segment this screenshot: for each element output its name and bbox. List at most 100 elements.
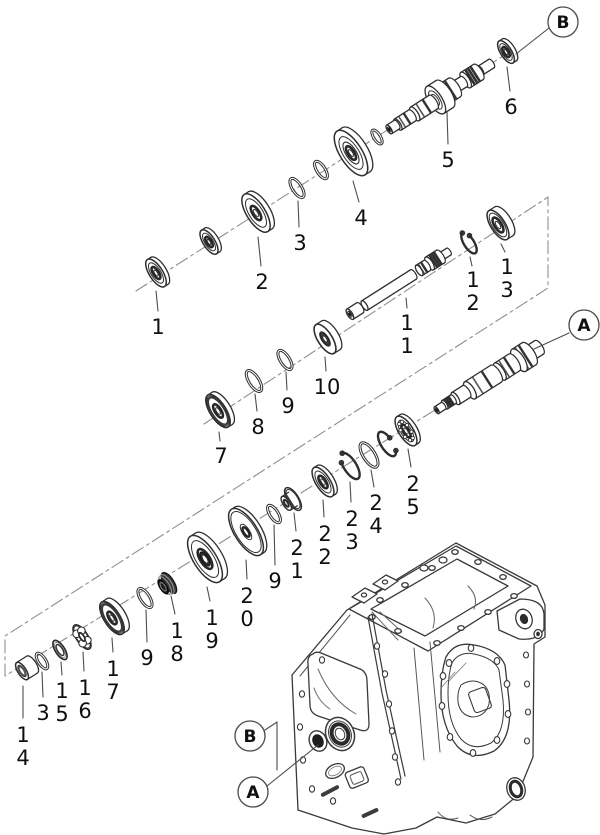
part-ring-24 [358,441,380,469]
part-number: 6 [504,95,517,119]
part-plug-18 [157,571,178,596]
view-circle-b-0: B [515,6,579,55]
part-circlip-23 [338,450,361,481]
callout-1: 1 [151,290,165,339]
part-ring-9c [266,503,282,525]
part-bearing-1a [199,226,223,255]
part-disc-20 [227,505,268,557]
callout-10: 10 [314,356,341,399]
front-bore-small [308,730,328,752]
front-bore-large [324,716,356,752]
view-letter: B [244,727,257,747]
view-circle-b-2: B [234,720,278,771]
callout-6: 6 [504,66,518,119]
part-ring-4a [313,159,329,181]
callout-3b: 3 [36,671,50,725]
part-ring-8 [244,369,264,393]
callout-5: 5 [441,111,455,172]
part-bearing-2 [241,190,276,233]
part-shaft-input-a [433,339,545,415]
part-capnut-21 [280,486,303,512]
part-sleeve-14 [14,655,40,681]
callout-9b: 9 [140,609,154,670]
callout-9: 9 [281,371,295,418]
callout-8: 8 [251,393,265,439]
part-number: 3 [36,701,49,725]
part-bearing-7 [205,391,236,429]
part-number: 2 [255,270,268,294]
part-ring-5a [370,128,384,146]
face-bolt-holes [296,642,402,805]
front-window [307,651,370,732]
part-number: 3 [293,231,306,255]
part-bearing-25 [394,413,421,447]
part-cage-16 [72,624,92,650]
view-circle-a-3: A [237,744,319,808]
part-ring-9b [136,586,154,610]
side-flange [440,643,511,757]
callout-9c: 9 [268,524,282,593]
part-ring-9 [276,348,294,372]
callout-3: 3 [293,200,307,255]
part-number: 1 [151,315,164,339]
part-bearing-22 [311,464,338,498]
part-ring-3b [34,651,50,671]
part-shaft-5 [385,58,496,135]
part-number: 7 [214,444,227,468]
part-number: 5 [441,148,454,172]
part-bearing-6 [496,37,519,65]
gearbox-housing [291,542,546,835]
part-shaft-11 [345,247,452,321]
part-number: 8 [251,415,264,439]
view-circle-a-1: A [533,309,600,350]
part-circlip-24b [376,430,399,458]
part-number: 9 [281,394,294,418]
part-bearing-17 [99,597,130,636]
flange-bolt-holes [368,548,518,647]
view-letter: B [557,13,570,33]
part-number: 10 [314,375,341,399]
part-number: 9 [140,646,153,670]
part-bearing-4 [333,126,374,177]
part-washer-15 [52,639,68,661]
exploded-parts [14,37,545,681]
view-letter: A [246,783,260,803]
part-bearing-1 [144,256,171,288]
part-bearing-19 [186,531,229,584]
callout-4: 4 [352,180,368,230]
view-letter: A [577,316,591,336]
part-number: 9 [268,569,281,593]
part-circlip-12 [459,230,478,255]
callout-2: 2 [255,236,269,294]
part-thickring-10 [313,319,343,355]
